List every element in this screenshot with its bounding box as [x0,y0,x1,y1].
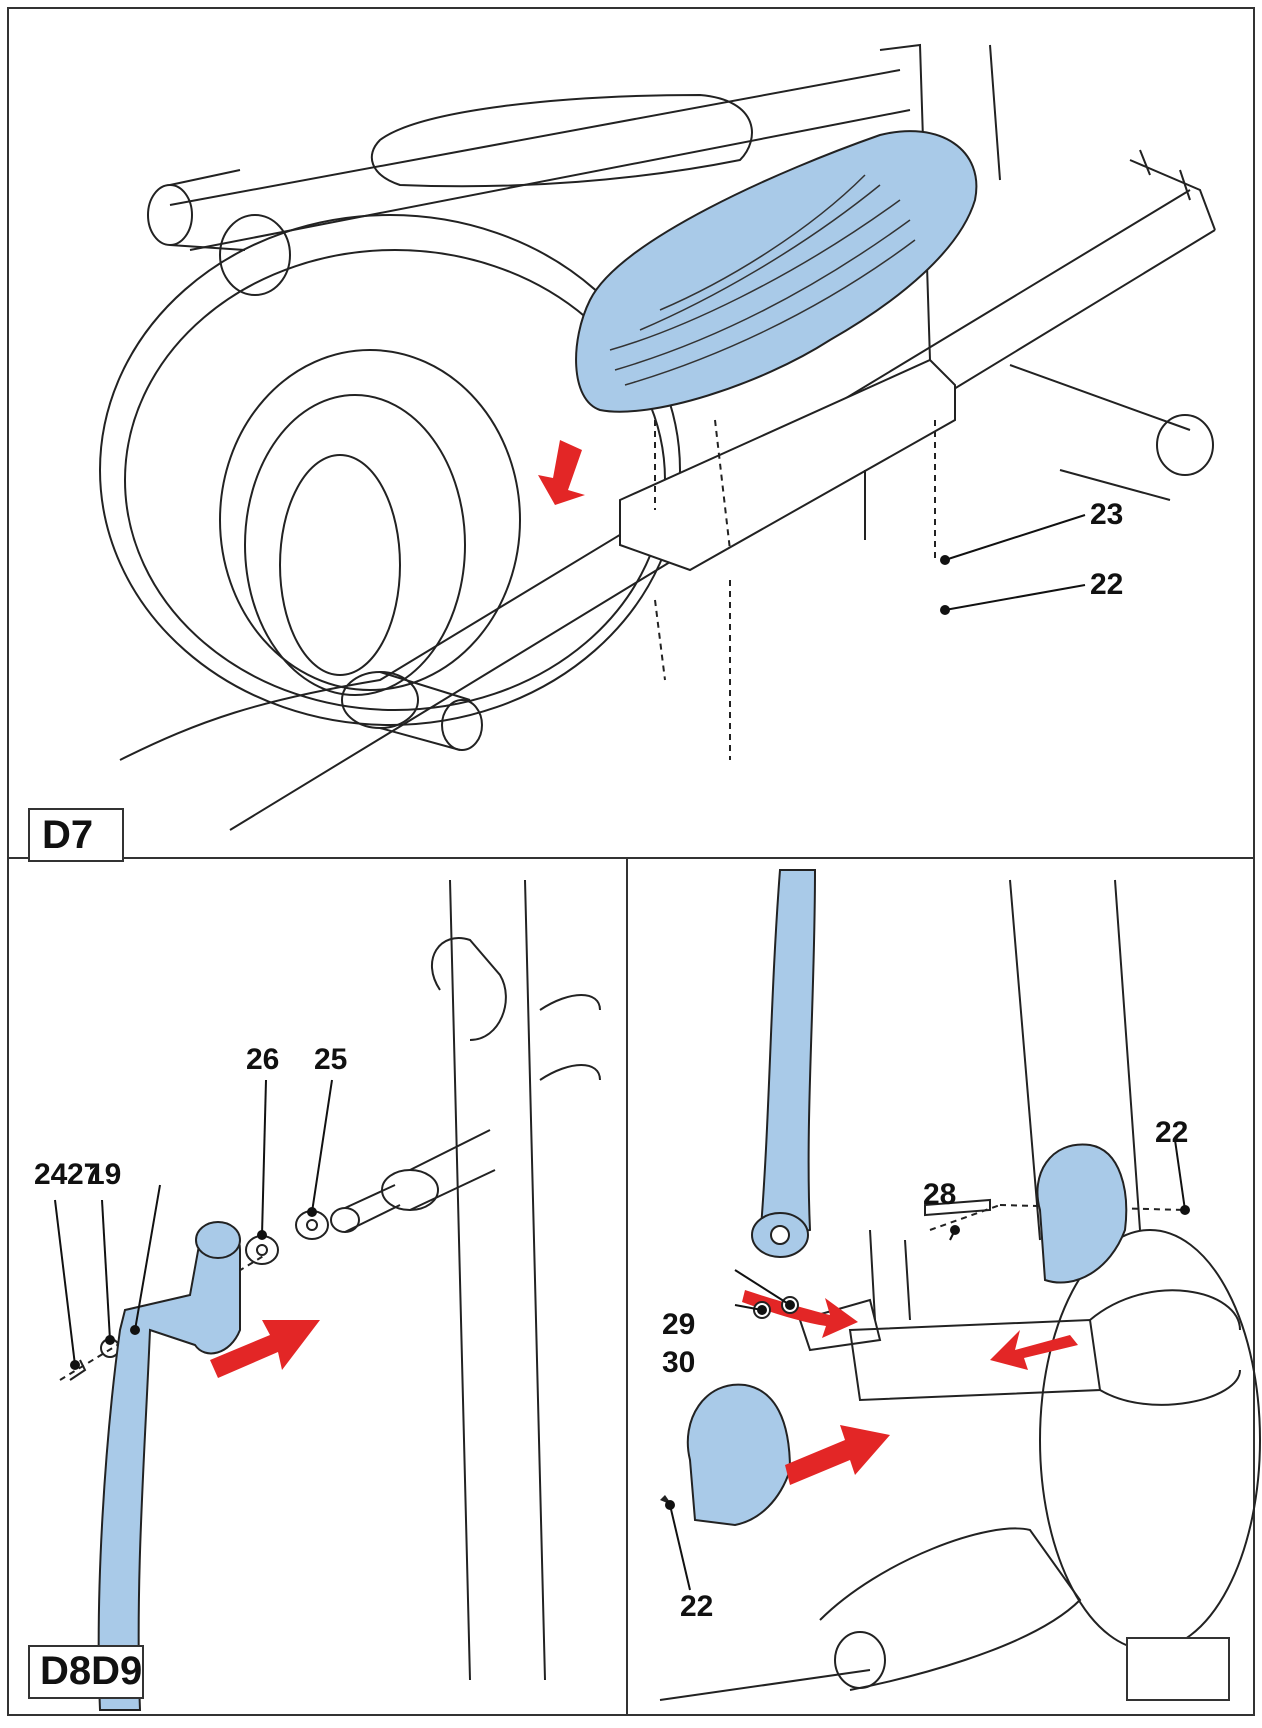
push-arrow-right [990,1330,1078,1370]
part-number-29: 29 [662,1308,696,1341]
part-number-19: 19 [88,1158,122,1191]
part-number-24: 24 [34,1158,68,1191]
pedal-tread [609,174,916,386]
right-cover-cap [1036,1143,1128,1284]
part-number-23: 23 [1090,498,1124,531]
leader-29 [734,1269,795,1310]
arm-part [97,1226,241,1711]
leader-22a [1174,1139,1190,1215]
down-arrow [538,440,585,505]
top-panel-drawing [99,43,1216,831]
step-box-bottom-right [1126,1637,1230,1701]
leader-25 [307,1079,333,1217]
push-arrow-left [210,1320,320,1378]
step-box-bottom-left [28,1645,144,1699]
curved-arrow [742,1290,858,1338]
part-number-25: 25 [314,1043,348,1076]
arm-socket [195,1221,241,1259]
leader-23 [940,514,1086,565]
part-number-26: 26 [246,1043,280,1076]
step-label-bottom-left: D8D9 [40,1649,143,1693]
push-arrow-bottom [785,1425,890,1485]
step-label-top: D7 [42,813,94,857]
left-cover-cap [686,1383,792,1527]
leader-19 [101,1199,115,1345]
sheet-frame [7,7,1255,1716]
part-number-30: 30 [662,1346,696,1379]
leader-22 [940,584,1086,615]
part-number-22-right-top: 22 [1155,1116,1189,1149]
part-number-22: 22 [1090,568,1124,601]
leader-30 [734,1304,767,1315]
upper-arm-part [758,869,817,1242]
leader-24 [54,1199,80,1370]
bottom-right-drawing [659,879,1261,1701]
part-number-27: 27 [67,1158,101,1191]
part-number-28: 28 [923,1178,957,1211]
step-box-top [28,808,124,862]
part-number-22-right-bottom: 22 [680,1590,714,1623]
leader-22b [665,1500,691,1591]
pedal-part [575,130,978,413]
bottom-left-drawing [59,879,601,1681]
leader-26 [257,1079,267,1240]
leader-28 [949,1225,960,1241]
leader-27 [130,1184,161,1335]
